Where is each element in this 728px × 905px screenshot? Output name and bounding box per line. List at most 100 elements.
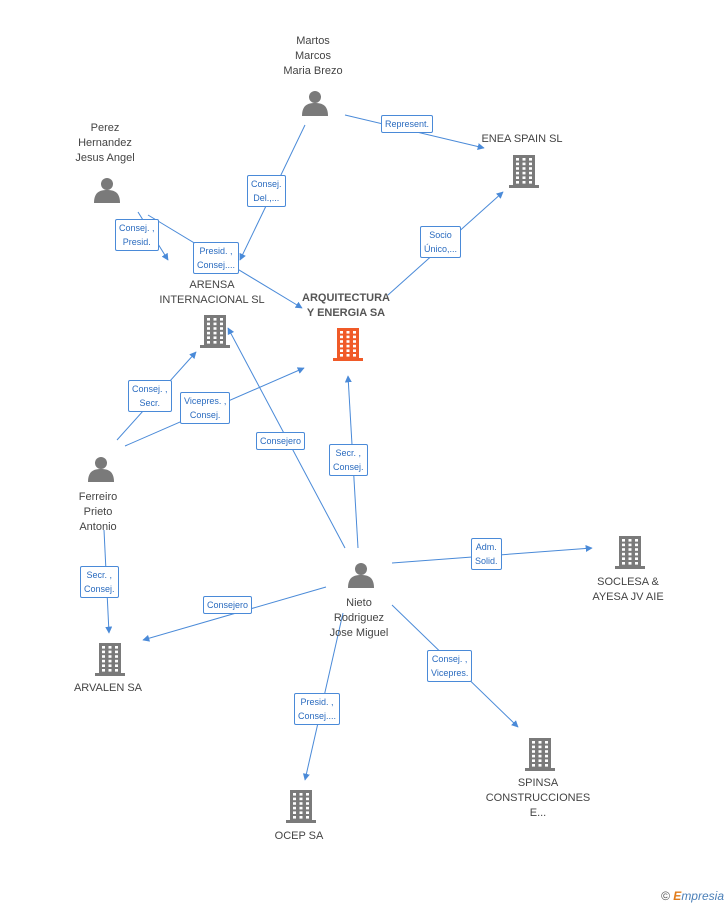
building-window: [220, 331, 223, 335]
building-window: [532, 745, 535, 749]
building-window: [635, 539, 638, 542]
building-window: [353, 331, 356, 334]
building-window: [306, 797, 309, 801]
building-window: [516, 176, 519, 179]
building-window: [522, 176, 526, 179]
building-window: [102, 659, 105, 663]
edge-label-line: Consej. ,: [119, 223, 155, 233]
building-icon[interactable]: [333, 328, 363, 361]
node-label-enea[interactable]: ENEA SPAIN SL: [462, 132, 582, 147]
node-label-line: ARVALEN SA: [73, 682, 143, 694]
building-window: [545, 741, 548, 744]
building-window: [220, 327, 223, 330]
building-window: [346, 331, 350, 334]
edge-label-perez-arensa[interactable]: Consej. ,Presid.: [115, 219, 159, 251]
edge-label-line: Socio: [429, 230, 452, 240]
building-window: [622, 562, 625, 565]
building-window: [293, 802, 296, 805]
edge-label-line: Presid. ,: [199, 246, 233, 256]
edge-label-martos-enea[interactable]: Represent.: [381, 115, 434, 133]
edge-label-line: Presid. ,: [300, 697, 334, 707]
building-window: [545, 754, 548, 758]
building-window: [545, 764, 548, 767]
building-icon[interactable]: [615, 536, 645, 569]
node-label-line: ENEA SPAIN SL: [481, 133, 563, 145]
edge-label-perez-arquitectura[interactable]: Presid. ,Consej....: [193, 242, 240, 274]
building-window: [538, 745, 542, 749]
building-window: [213, 341, 217, 344]
building-base: [615, 566, 645, 569]
building-window: [115, 659, 118, 663]
edge-label-nieto-arvalen[interactable]: Consejero: [203, 596, 253, 614]
building-window: [293, 806, 296, 810]
edge-label-nieto-arensa[interactable]: Consejero: [256, 432, 306, 450]
edge-label-ferreiro-arensa[interactable]: Consej. ,Secr.: [128, 380, 172, 412]
node-label-line: ARQUITECTURA: [302, 292, 390, 304]
building-icon[interactable]: [525, 738, 555, 771]
edge-label-line: Consejero: [207, 600, 249, 610]
node-label-ocep[interactable]: OCEP SA: [239, 829, 359, 844]
node-label-line: Antonio: [79, 521, 117, 533]
building-window: [306, 816, 309, 819]
node-label-soclesa[interactable]: SOCLESA &AYESA JV AIE: [568, 575, 688, 605]
node-label-line: Jose Miguel: [329, 627, 389, 639]
building-window: [213, 331, 217, 335]
building-icon[interactable]: [200, 315, 230, 348]
edge-label-line: Adm.: [475, 542, 497, 552]
edge-label-line: Consej.: [84, 584, 115, 594]
building-icon[interactable]: [286, 790, 316, 823]
building-window: [532, 759, 535, 762]
node-label-line: Maria Brezo: [283, 65, 343, 77]
node-label-arvalen[interactable]: ARVALEN SA: [48, 681, 168, 696]
building-window: [346, 344, 350, 348]
building-window: [628, 552, 632, 556]
building-window: [108, 669, 112, 672]
edge-label-nieto-soclesa[interactable]: Adm.Solid.: [471, 538, 502, 570]
building-icon[interactable]: [95, 643, 125, 676]
person-icon[interactable]: [94, 178, 120, 203]
person-head: [95, 457, 107, 469]
person-icon[interactable]: [88, 457, 114, 482]
edge-label-nieto-ocep[interactable]: Presid. ,Consej....: [294, 693, 341, 725]
building-icon[interactable]: [509, 155, 539, 188]
person-icon[interactable]: [348, 563, 374, 588]
building-window: [353, 340, 356, 343]
building-window: [108, 664, 112, 667]
building-window: [102, 646, 105, 649]
building-window: [340, 335, 343, 339]
building-window: [522, 158, 526, 161]
edge-label-ferreiro-arvalen[interactable]: Secr. , Consej.: [80, 566, 119, 598]
node-label-line: Perez: [90, 122, 120, 134]
person-icon[interactable]: [302, 91, 328, 116]
edge-label-nieto-spinsa[interactable]: Consej. ,Vicepres.: [427, 650, 473, 682]
building-window: [538, 741, 542, 744]
building-window: [346, 354, 350, 357]
building-window: [635, 557, 638, 560]
building-window: [628, 562, 632, 565]
node-label-line: SOCLESA &: [597, 576, 659, 588]
edge-label-martos-arensa[interactable]: Consej.Del.,...: [247, 175, 286, 207]
edge-label-line: Consejero: [260, 436, 302, 446]
node-label-line: ARENSA: [189, 279, 235, 291]
building-window: [538, 750, 542, 753]
building-window: [516, 158, 519, 161]
building-window: [545, 745, 548, 749]
building-window: [115, 664, 118, 667]
edge-label-nieto-arquitectura[interactable]: Secr. ,Consej.: [329, 444, 368, 476]
building-window: [635, 548, 638, 551]
building-window: [340, 354, 343, 357]
building-window: [353, 344, 356, 348]
building-base: [509, 185, 539, 188]
edge-label-line: Secr. ,: [86, 570, 113, 580]
edge-label-ferreiro-arquitectura[interactable]: Vicepres. ,Consej.: [180, 392, 231, 424]
building-window: [529, 171, 532, 175]
person-body: [94, 190, 120, 203]
